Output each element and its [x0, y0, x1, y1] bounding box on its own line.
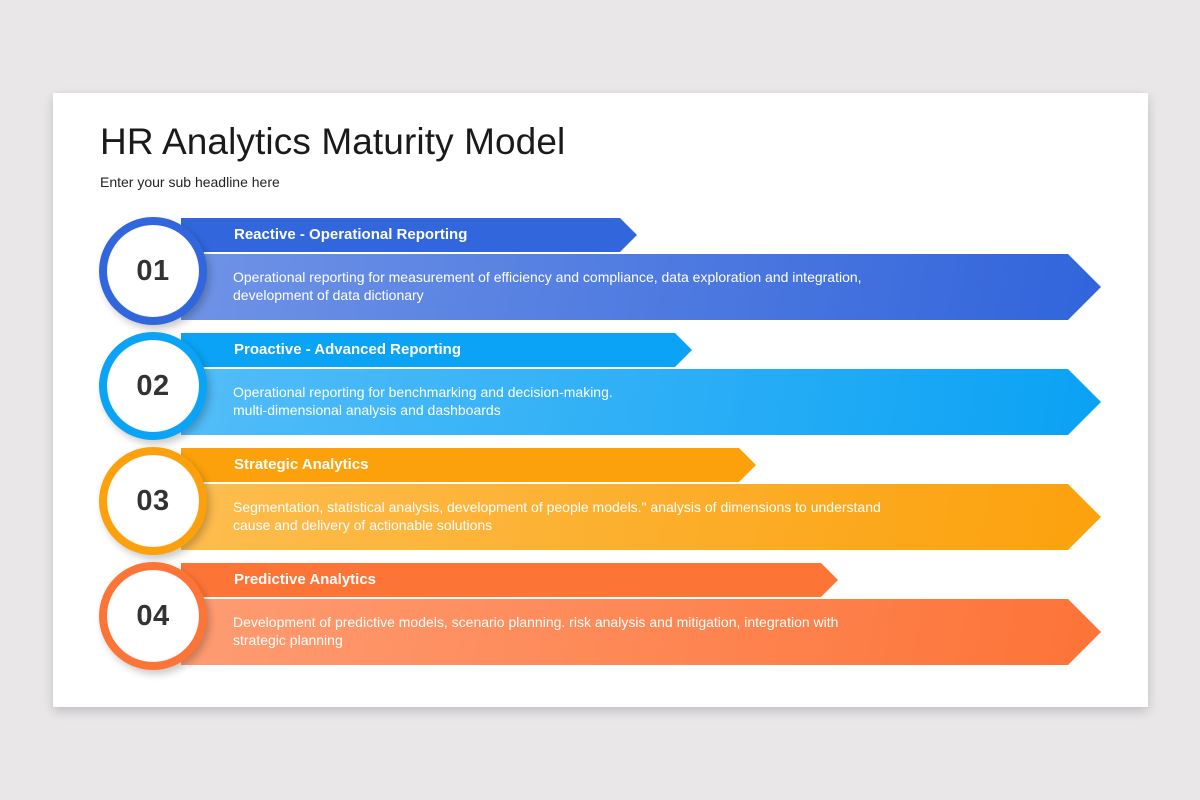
step-number-inner: 04: [107, 570, 199, 662]
step-heading: Strategic Analytics: [234, 456, 369, 473]
step-heading: Proactive - Advanced Reporting: [234, 341, 461, 358]
slide-subtitle: Enter your sub headline here: [100, 174, 280, 190]
step-body-arrow: Operational reporting for benchmarking a…: [181, 369, 1101, 435]
step-body-arrow: Development of predictive models, scenar…: [181, 599, 1101, 665]
step-description-line: Development of predictive models, scenar…: [233, 614, 839, 630]
step-number: 01: [136, 254, 170, 287]
step-description-line: cause and delivery of actionable solutio…: [233, 517, 493, 533]
step-description-line: development of data dictionary: [233, 287, 424, 303]
step-description: Segmentation, statistical analysis, deve…: [233, 498, 993, 534]
step-header-arrow: Predictive Analytics: [181, 563, 838, 597]
slide-card: HR Analytics Maturity Model Enter your s…: [53, 93, 1148, 707]
step-header-arrow: Proactive - Advanced Reporting: [181, 333, 692, 367]
maturity-step-2: Proactive - Advanced Reporting Operation…: [53, 332, 1148, 443]
step-body-arrow: Segmentation, statistical analysis, deve…: [181, 484, 1101, 550]
step-number-badge: 01: [99, 217, 207, 325]
step-heading: Predictive Analytics: [234, 571, 377, 588]
step-heading: Reactive - Operational Reporting: [234, 226, 468, 243]
step-number-inner: 03: [107, 455, 199, 547]
step-description-line: strategic planning: [233, 632, 343, 648]
step-description: Development of predictive models, scenar…: [233, 613, 993, 649]
step-number-badge: 02: [99, 332, 207, 440]
maturity-step-1: Reactive - Operational Reporting Operati…: [53, 217, 1148, 328]
step-description: Operational reporting for measurement of…: [233, 268, 993, 304]
step-description-line: multi-dimensional analysis and dashboard…: [233, 402, 501, 418]
step-number: 03: [136, 484, 170, 517]
maturity-step-3: Strategic Analytics Segmentation, statis…: [53, 447, 1148, 558]
step-number: 02: [136, 369, 170, 402]
step-header-arrow: Strategic Analytics: [181, 448, 756, 482]
step-description-line: Operational reporting for measurement of…: [233, 269, 862, 285]
step-number-badge: 03: [99, 447, 207, 555]
step-body-arrow: Operational reporting for measurement of…: [181, 254, 1101, 320]
step-number-inner: 01: [107, 225, 199, 317]
step-header-arrow: Reactive - Operational Reporting: [181, 218, 637, 252]
step-number: 04: [136, 599, 170, 632]
maturity-step-4: Predictive Analytics Development of pred…: [53, 562, 1148, 673]
step-description: Operational reporting for benchmarking a…: [233, 383, 993, 419]
step-description-line: Operational reporting for benchmarking a…: [233, 384, 613, 400]
step-description-line: Segmentation, statistical analysis, deve…: [233, 499, 881, 515]
step-number-inner: 02: [107, 340, 199, 432]
step-number-badge: 04: [99, 562, 207, 670]
slide-title: HR Analytics Maturity Model: [100, 121, 566, 162]
